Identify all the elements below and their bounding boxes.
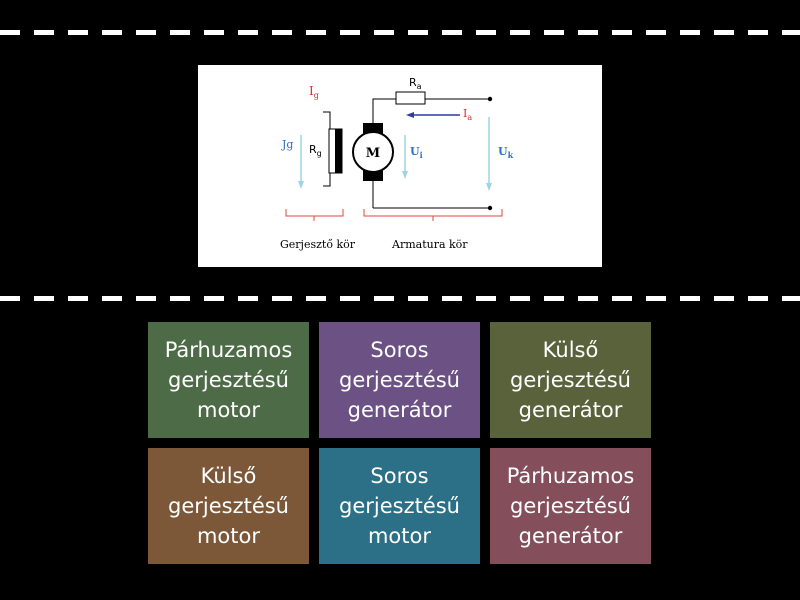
answer-tile-label: Soros gerjesztésű generátor bbox=[338, 338, 460, 422]
top-dashed-divider bbox=[0, 30, 800, 35]
answer-tile-1[interactable]: Párhuzamos gerjesztésű motor bbox=[148, 322, 309, 438]
excitation-bracket bbox=[285, 209, 344, 221]
ui-arrow-head bbox=[402, 171, 408, 179]
ig-label: Ig bbox=[309, 84, 319, 100]
ui-label: Ui bbox=[410, 145, 423, 160]
bottom-terminal bbox=[487, 205, 493, 211]
answer-tile-4[interactable]: Külső gerjesztésű motor bbox=[148, 448, 309, 564]
rg-winding-core bbox=[335, 129, 342, 173]
bottom-dashed-divider bbox=[0, 296, 800, 301]
answer-tile-label: Soros gerjesztésű motor bbox=[338, 464, 460, 548]
rg-top-wire bbox=[323, 111, 331, 131]
ra-label: Ra bbox=[409, 76, 422, 91]
ia-label: Ia bbox=[463, 107, 472, 122]
answer-tile-label: Külső gerjesztésű motor bbox=[167, 464, 289, 548]
uk-label: Uk bbox=[498, 145, 514, 160]
ia-arrow-head bbox=[406, 112, 414, 118]
jg-label: Jg bbox=[281, 138, 293, 151]
motor-symbol bbox=[352, 131, 394, 173]
excitation-circuit-caption: Gerjesztő kör bbox=[280, 238, 356, 251]
rg-label: Rg bbox=[309, 143, 322, 158]
answer-tile-3[interactable]: Külső gerjesztésű generátor bbox=[490, 322, 651, 438]
ra-resistor bbox=[395, 91, 426, 105]
top-terminal bbox=[487, 96, 493, 102]
circuit-diagram-image: Ig Jg Rg Ra Ia M bbox=[198, 65, 602, 267]
uk-arrow-head bbox=[486, 183, 492, 191]
armature-circuit-caption: Armatura kör bbox=[391, 238, 468, 251]
answer-tile-5[interactable]: Soros gerjesztésű motor bbox=[319, 448, 480, 564]
motor-label: M bbox=[366, 146, 380, 161]
answer-tile-6[interactable]: Párhuzamos gerjesztésű generátor bbox=[490, 448, 651, 564]
answer-tile-label: Külső gerjesztésű generátor bbox=[509, 338, 631, 422]
rg-bottom-wire bbox=[323, 171, 331, 187]
answer-tile-2[interactable]: Soros gerjesztésű generátor bbox=[319, 322, 480, 438]
armature-bracket bbox=[363, 209, 503, 221]
answer-tile-label: Párhuzamos gerjesztésű generátor bbox=[506, 464, 635, 548]
answer-tile-label: Párhuzamos gerjesztésű motor bbox=[164, 338, 293, 422]
dc-motor-circuit-diagram: Ig Jg Rg Ra Ia M bbox=[280, 76, 514, 251]
armature-top-wire-left bbox=[372, 98, 396, 123]
ig-arrow-head bbox=[298, 181, 304, 189]
